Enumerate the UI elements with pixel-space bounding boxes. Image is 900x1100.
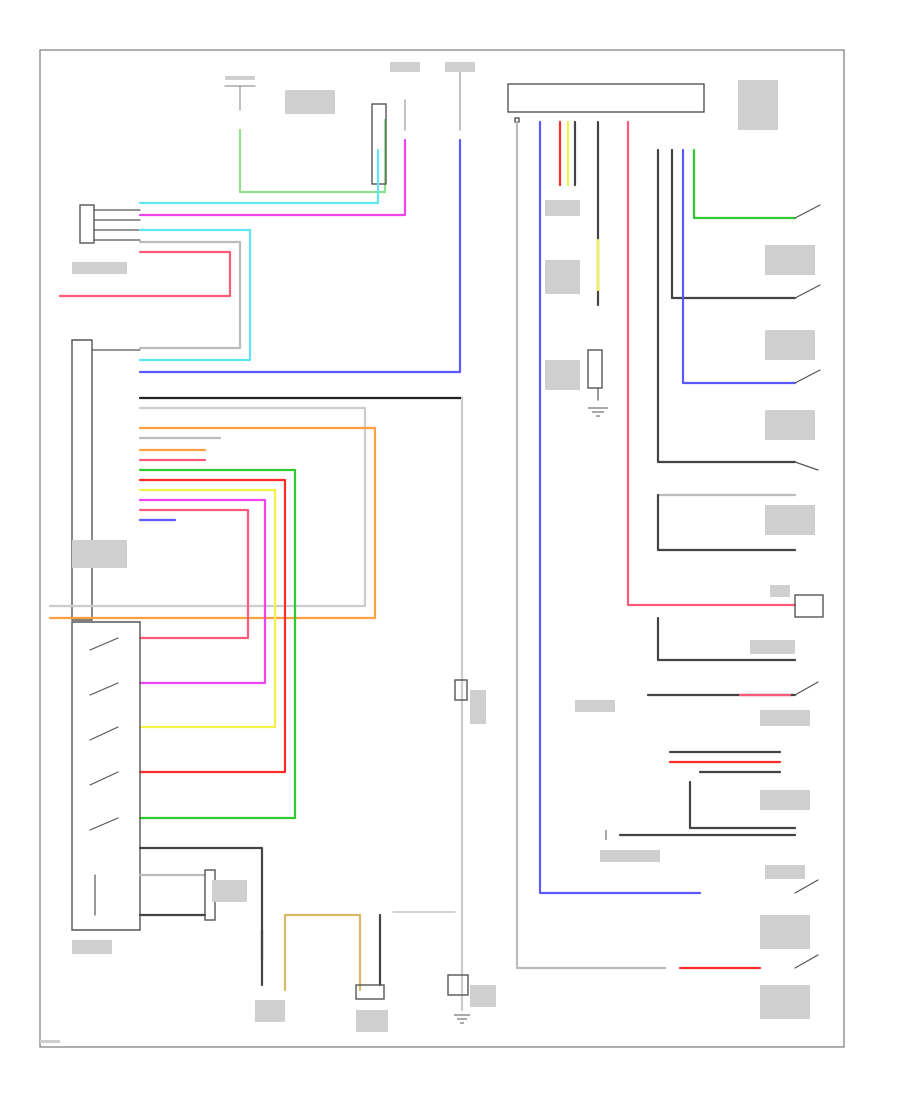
label-placeholders	[40, 62, 815, 1043]
diagram-frame	[39, 49, 845, 1048]
switch-assembly	[71, 621, 264, 962]
fuse-feed-left	[138, 69, 462, 374]
ground-symbols	[454, 407, 608, 1024]
center-relay	[587, 238, 603, 401]
bottom-connectors	[260, 396, 469, 1012]
control-module	[48, 339, 464, 820]
connector-top-left	[58, 204, 252, 362]
right-switches	[618, 204, 824, 970]
